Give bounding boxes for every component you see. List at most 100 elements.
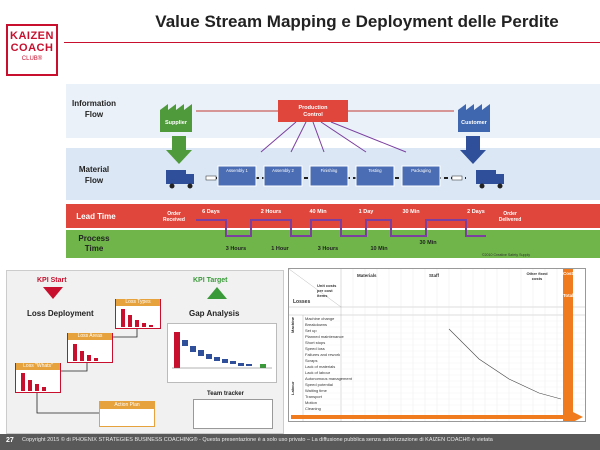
row-group-labour: Labour bbox=[290, 381, 295, 395]
process-label-1: Assembly 1 bbox=[226, 168, 248, 173]
loss-whats-bars bbox=[21, 373, 46, 391]
customer-label: Customer bbox=[461, 120, 488, 126]
loss-deployment-label: Loss Deployment bbox=[27, 309, 94, 318]
lead-time-5: 30 Min bbox=[402, 209, 420, 215]
lead-time-3: 40 Min bbox=[309, 209, 327, 215]
table-row-label-16: Cleaning bbox=[305, 406, 321, 411]
loss-types-chart: Loss Types bbox=[115, 299, 161, 329]
kpi-target-arrow bbox=[207, 287, 227, 299]
table-row-label-14: Transport bbox=[305, 394, 322, 399]
process-time-band bbox=[66, 230, 600, 258]
total-column-bar bbox=[563, 269, 573, 421]
supplier-label: Supplier bbox=[165, 120, 188, 126]
outbound-truck-icon bbox=[476, 170, 504, 189]
process-time-4: 10 Min bbox=[370, 246, 388, 252]
logo-line-1: KAIZEN bbox=[10, 30, 54, 42]
lead-time-2: 2 Hours bbox=[261, 209, 281, 215]
loss-areas-chart: Loss Areas bbox=[67, 333, 113, 363]
table-row-label-8: Scraps bbox=[305, 358, 318, 363]
loss-whats-chart: Loss "Whats" bbox=[15, 363, 61, 393]
process-time-3: 3 Hours bbox=[318, 246, 338, 252]
loss-types-bars bbox=[121, 309, 153, 327]
title-divider bbox=[64, 42, 600, 43]
action-plan-title: Action Plan bbox=[100, 402, 154, 409]
table-row-label-13: Waiting time bbox=[305, 388, 327, 393]
table-row-label-7: Failures and rework bbox=[305, 352, 341, 357]
process-label-2: Assembly 2 bbox=[272, 168, 294, 173]
logo-line-3: CLUB® bbox=[21, 56, 43, 62]
process-label-4: Testing bbox=[368, 168, 382, 173]
cost-curve bbox=[448, 328, 562, 400]
loss-areas-title: Loss Areas bbox=[68, 333, 112, 340]
row-group-machine: Machine bbox=[290, 316, 295, 333]
gap-analysis-chart bbox=[167, 323, 277, 383]
table-row-label-5: Short stops bbox=[305, 340, 326, 345]
cost-table-grid bbox=[289, 269, 585, 421]
loss-deployment-connectors bbox=[36, 329, 138, 414]
loss-areas-bars bbox=[73, 344, 98, 361]
lead-time-6: 2 Days bbox=[467, 209, 485, 215]
process-time-1: 3 Hours bbox=[226, 246, 246, 252]
kpi-target-label: KPI Target bbox=[193, 277, 228, 284]
other-fixed-header: Other fixed costs bbox=[526, 271, 548, 281]
page-number: 27 bbox=[6, 437, 14, 444]
total-header: Total bbox=[563, 293, 574, 298]
table-row-label-11: Autonomous management bbox=[305, 376, 352, 381]
kpi-start-arrow bbox=[43, 287, 63, 299]
table-row-label-12: Speed potential bbox=[305, 382, 333, 387]
team-tracker-sheet bbox=[193, 399, 273, 429]
cost-label: Cost bbox=[563, 271, 573, 276]
table-row-label-15: Motion bbox=[305, 400, 318, 405]
vsm-credit: ©2010 Creative Safety Supply bbox=[482, 253, 530, 257]
gap-analysis-label: Gap Analysis bbox=[189, 309, 240, 318]
loss-deployment-panel: KPI Start KPI Target Loss Deployment Gap… bbox=[6, 270, 284, 434]
table-row-label-2: Breakdowns bbox=[305, 322, 328, 327]
unit-costs-label: Unit costs per cost items bbox=[317, 283, 337, 298]
losses-label: Losses bbox=[293, 299, 311, 305]
inbound-truck-icon bbox=[166, 170, 194, 189]
kaizen-coach-logo: KAIZEN COACH CLUB® bbox=[6, 24, 58, 76]
copyright-notice: Copyright 2015 © di PHOENIX STRATEGIES B… bbox=[22, 437, 493, 443]
kpi-start-label: KPI Start bbox=[37, 277, 67, 284]
process-time-5: 30 Min bbox=[419, 240, 437, 246]
info-arrows-processes bbox=[260, 121, 407, 153]
table-row-label-6: Speed loss bbox=[305, 346, 325, 351]
customer-order-arrow bbox=[460, 136, 486, 164]
loss-whats-title: Loss "Whats" bbox=[16, 363, 60, 370]
loss-types-title: Loss Types bbox=[116, 299, 160, 306]
lead-time-4: 1 Day bbox=[359, 209, 375, 215]
process-boxes: Assembly 1 Assembly 2 Finishing Testing … bbox=[217, 165, 441, 187]
customer-factory-icon: Customer bbox=[458, 104, 490, 132]
lead-time-1: 6 Days bbox=[202, 209, 220, 215]
page-title: Value Stream Mapping e Deployment delle … bbox=[155, 12, 559, 31]
lead-time-band bbox=[66, 204, 600, 228]
cost-deployment-table: Unit costs per cost items Losses Materia… bbox=[288, 268, 586, 422]
staff-header: Staff bbox=[429, 273, 439, 278]
action-plan-card: Action Plan bbox=[99, 401, 155, 427]
lead-time-label: Lead Time bbox=[76, 212, 116, 221]
table-row-label-1: Machine change bbox=[305, 316, 335, 321]
table-row-label-9: Lack of materials bbox=[305, 364, 336, 369]
materials-header: Materials bbox=[357, 273, 377, 278]
logo-line-2: COACH bbox=[10, 42, 54, 54]
push-arrows bbox=[205, 175, 463, 181]
process-time-2: 1 Hour bbox=[271, 246, 289, 252]
footer-bar: 27 Copyright 2015 © di PHOENIX STRATEGIE… bbox=[0, 434, 600, 450]
supplier-delivery-arrow bbox=[166, 136, 192, 164]
timeline-step-line bbox=[196, 219, 486, 237]
table-row-label-10: Lack of labour bbox=[305, 370, 331, 375]
supplier-factory-icon: Supplier bbox=[160, 104, 192, 132]
production-control-box bbox=[278, 100, 348, 122]
table-row-label-3: Set up bbox=[305, 328, 317, 333]
process-label-3: Finishing bbox=[321, 168, 338, 173]
table-row-label-4: Planned maintenance bbox=[305, 334, 344, 339]
process-label-5: Packaging bbox=[411, 168, 431, 173]
team-tracker-label: Team tracker bbox=[207, 391, 244, 397]
